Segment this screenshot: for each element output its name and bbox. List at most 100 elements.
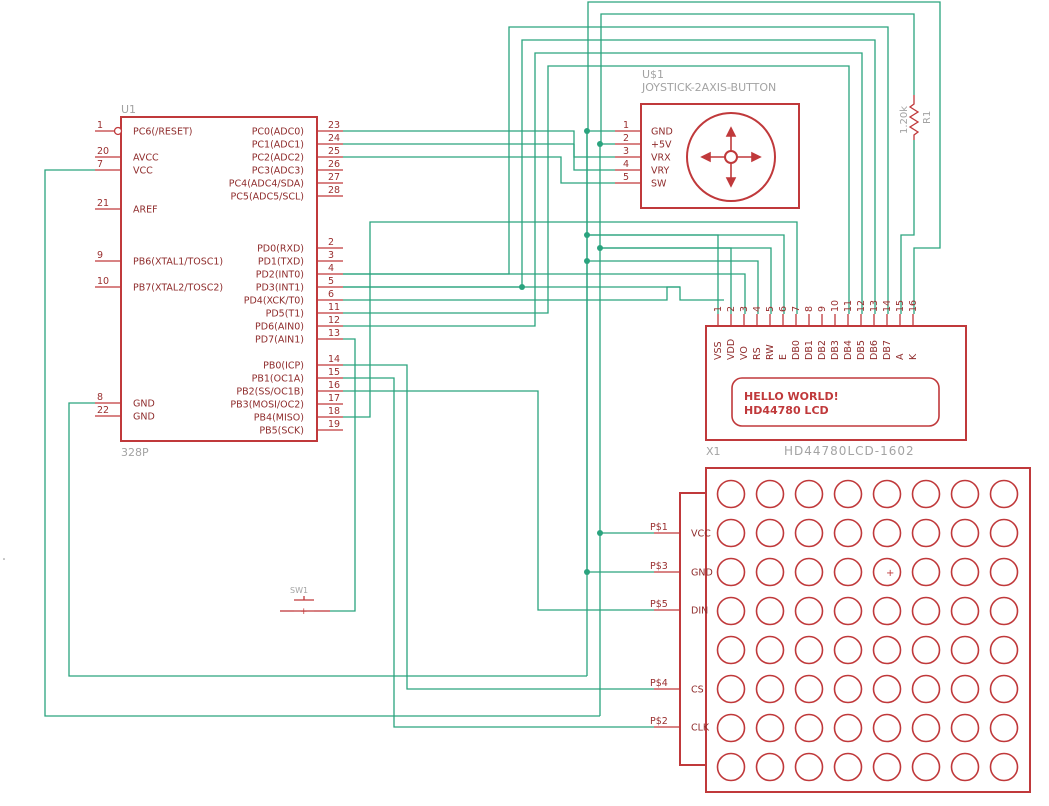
led-dot [755,713,785,743]
resistor-value: 1.20k [899,106,910,134]
net-wire [343,390,654,611]
led-dot [716,479,746,509]
joystick-body [640,103,800,209]
u1-pin-name: PC5(ADC5/SCL) [231,192,304,203]
joystick-knob-circle [686,112,776,202]
lcd-pin-number: 6 [778,306,789,312]
resistor-r1[interactable]: 1.20k R1 [899,95,933,140]
net-wire [343,156,615,184]
u1-left-pins: 1PC6(/RESET)20AVCC7VCC21AREF9PB6(XTAL1/T… [95,120,223,423]
lcd-pin-name: VDD [726,339,737,360]
led-dot [794,713,824,743]
u1-pin-name: PC0(ADC0) [252,127,304,138]
joystick-pin-name: +5V [651,140,672,151]
led-dot [911,635,941,665]
net-junction [597,141,603,147]
u1-pin-number: 6 [328,289,334,300]
led-dot [911,479,941,509]
led-dot [833,518,863,548]
lcd-line-2: HD44780 LCD [744,404,829,417]
led-dot [833,596,863,626]
u1-pin-number: 28 [328,185,340,196]
lcd-pin-number: 1 [713,306,724,312]
u1-ref: U1 [121,103,136,116]
u1-pin-number: 21 [97,198,109,209]
u1-pin-name: PD2(INT0) [256,270,304,281]
u1-pin-name: PD1(TXD) [258,257,304,268]
led-dot [989,674,1019,704]
u1-pin-name: PC4(ADC4/SDA) [229,179,304,190]
u1-pin-number: 11 [328,302,340,313]
led-dot [716,635,746,665]
led-dot [716,752,746,782]
net-wire [343,364,654,690]
u1-pin-name: PC6(/RESET) [133,127,192,138]
net-wires [44,1,941,728]
matrix-pin-id: P$5 [650,599,668,610]
led-dot [911,713,941,743]
led-dot [950,635,980,665]
lcd-pin-number: 13 [869,300,880,312]
u1-pin-number: 14 [328,354,340,365]
matrix-dots-grid [716,479,1019,782]
joystick-pin-name: GND [651,127,673,138]
u1-pin-number: 3 [328,250,334,261]
u1-pin-number: 7 [97,159,103,170]
net-wire [600,13,915,144]
net-wire [900,140,915,314]
led-dot [833,557,863,587]
lcd-pin-name: A [895,353,906,360]
lcd-pin-number: 16 [908,300,919,312]
u1-pin-number: 5 [328,276,334,287]
led-dot [755,479,785,509]
net-wire [343,65,850,314]
u1-pin-name: PD6(AIN0) [255,322,304,333]
led-dot [989,479,1019,509]
matrix-pin-id: P$4 [650,678,668,689]
net-junction [584,232,590,238]
led-dot [872,518,902,548]
led-dot [755,557,785,587]
led-dot [911,557,941,587]
lcd-pin-name: DB6 [869,340,880,360]
led-dot [872,635,902,665]
matrix-pin-name: CS [691,685,704,696]
u1-pin-number: 16 [328,380,340,391]
switch-sw1[interactable]: SW1 + [280,586,330,617]
lcd-pin-number: 15 [895,300,906,312]
led-dot [794,752,824,782]
u1-microcontroller[interactable]: U1 328P 1PC6(/RESET)20AVCC7VCC21AREF9PB6… [95,103,343,459]
led-dot [755,752,785,782]
u1-pin-number: 17 [328,393,340,404]
joystick-center [724,150,738,164]
svg-text:+: + [300,607,308,617]
u1-body [120,116,318,442]
joystick-module[interactable]: U$1 JOYSTICK-2AXIS-BUTTON 1GND2+5V3VRX4V… [615,68,800,209]
joystick-pin-number: 5 [623,172,629,183]
u1-pin-name: PC1(ADC1) [252,140,304,151]
joystick-ref: U$1 [642,68,664,81]
led-dot [872,713,902,743]
led-dot [755,518,785,548]
lcd-pin-number: 4 [752,306,763,312]
led-dot [911,674,941,704]
u1-pin-name: PB5(SCK) [259,426,304,437]
resistor-ref: R1 [922,111,933,124]
joystick-arrows-icon [700,126,762,188]
lcd-pin-name: RW [765,344,776,360]
net-wire [343,286,680,301]
u1-pin-name: PB2(SS/OC1B) [236,387,304,398]
u1-pin-name: AREF [133,205,158,216]
lcd-1602[interactable]: HELLO WORLD! HD44780 LCD X1 HD44780LCD-1… [705,300,967,458]
matrix-pin-name: GND [691,568,713,579]
lcd-ref: X1 [706,445,721,458]
u1-pin-number: 23 [328,120,340,131]
u1-pin-name: PD3(INT1) [256,283,304,294]
components: U1 328P 1PC6(/RESET)20AVCC7VCC21AREF9PB6… [3,68,1031,793]
lcd-pin-name: DB7 [882,340,893,360]
net-wire [343,26,889,314]
lcd-pin-name: VO [739,346,750,360]
net-junction [584,128,590,134]
led-dot [833,674,863,704]
